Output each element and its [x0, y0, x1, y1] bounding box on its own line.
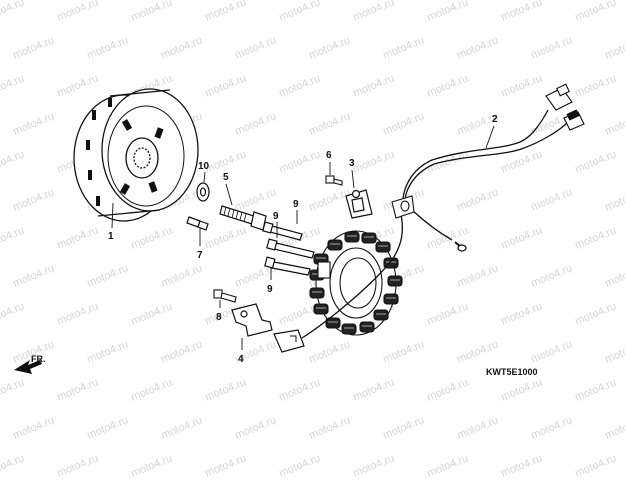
direction-label: FR. [31, 354, 46, 364]
key-part[interactable] [186, 216, 209, 231]
flywheel-part[interactable] [73, 88, 199, 222]
screw-upper-part[interactable] [325, 175, 343, 186]
wire-harness-part[interactable] [301, 83, 585, 339]
bolt-part[interactable] [219, 205, 267, 231]
label-part-2: 2 [492, 114, 498, 125]
stator-part[interactable] [309, 230, 403, 336]
label-part-3: 3 [349, 158, 355, 169]
connector-bracket-part[interactable] [345, 189, 373, 219]
label-part-5: 5 [223, 172, 229, 183]
label-part-9-top: 9 [293, 199, 299, 210]
alternator-parts-diagram: 1 2 3 4 5 6 7 8 9 9 9 10 FR. KWT5E1000 [14, 83, 585, 377]
label-part-9-low: 9 [267, 284, 273, 295]
front-direction-indicator: FR. [14, 354, 46, 374]
arrow-left-icon [14, 360, 42, 374]
washer-part[interactable] [196, 182, 210, 202]
diagram-code: KWT5E1000 [486, 367, 538, 377]
label-part-8: 8 [216, 312, 222, 323]
stator-bolts[interactable] [262, 221, 315, 276]
bracket-bolt-part[interactable] [213, 289, 237, 303]
part-labels: 1 2 3 4 5 6 7 8 9 9 9 10 [108, 114, 498, 365]
label-part-7: 7 [197, 250, 203, 261]
leader-lines [111, 125, 495, 350]
label-part-1: 1 [108, 231, 114, 242]
wire-clamp-part[interactable] [231, 303, 305, 353]
label-part-6: 6 [326, 150, 332, 161]
label-part-4: 4 [238, 354, 244, 365]
label-part-9-mid: 9 [273, 211, 279, 222]
label-part-10: 10 [198, 161, 210, 172]
